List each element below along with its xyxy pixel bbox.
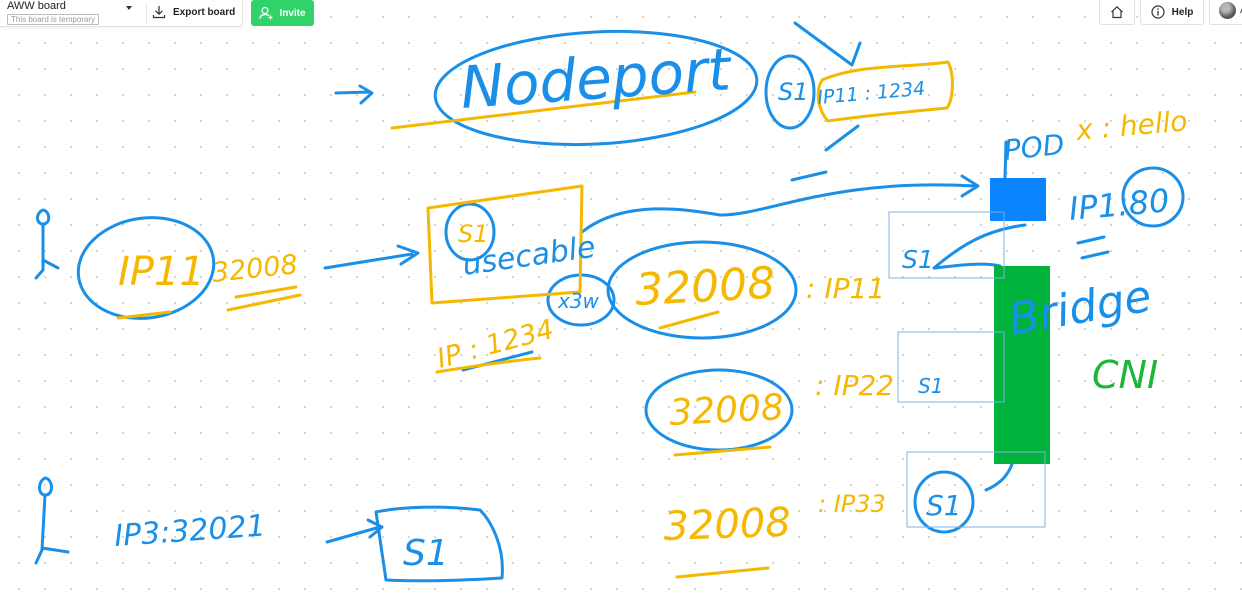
pod-box — [990, 178, 1046, 221]
ip1-80-circle — [1121, 166, 1185, 228]
arrow-to-s1-bottom — [325, 518, 384, 544]
pod-connector-stroke — [1003, 140, 1008, 180]
curve-to-pod — [580, 174, 980, 234]
port-underline-2 — [658, 310, 720, 330]
cable-to-pod — [932, 223, 1027, 270]
ip-bubble — [816, 60, 954, 123]
s1-box1-text: S1 — [902, 245, 934, 274]
invite-label: Invite — [279, 7, 306, 19]
container-box-2 — [897, 331, 1005, 403]
port-underline-1 — [226, 285, 302, 312]
small-arrow-stroke — [334, 84, 374, 105]
s1-box3-circle — [913, 470, 975, 534]
ip3-32021-text: IP3:32021 — [113, 508, 267, 553]
x3w-text: x3w — [557, 289, 600, 313]
add-user-icon — [259, 6, 273, 20]
nodeport-ellipse — [433, 29, 759, 147]
cni-text: CNI — [1092, 353, 1158, 397]
home-icon — [1111, 5, 1123, 19]
s1-bottom-text: S1 — [403, 533, 449, 574]
divider — [146, 3, 147, 23]
ip33-text: : IP33 — [818, 490, 886, 518]
pod-text: POD — [1002, 128, 1066, 167]
stick-figure-2 — [34, 476, 70, 565]
ip11-left-circle — [76, 216, 216, 320]
export-board-button[interactable]: Export board — [152, 0, 235, 24]
port-32008-bottom-text: 32008 — [663, 500, 792, 550]
nodeport-underline — [390, 90, 697, 130]
avatar[interactable] — [1219, 2, 1236, 19]
arrow-to-service — [323, 244, 420, 270]
service-s1-circle — [444, 202, 496, 262]
service-box — [426, 184, 584, 305]
container-box-1 — [888, 211, 1005, 279]
board-name[interactable]: AWW board — [7, 0, 66, 12]
ip11-left-text: IP11 — [118, 249, 205, 295]
invite-button[interactable]: Invite — [251, 0, 314, 26]
info-icon — [1151, 5, 1165, 19]
ip-1234-text: IP : 1234 — [434, 314, 557, 375]
container-box-3 — [906, 451, 1046, 528]
bridge-bar — [994, 266, 1050, 464]
x-hello-text: x : hello — [1074, 104, 1189, 147]
ip-underline-1 — [435, 356, 542, 374]
temporary-board-note: This board is temporary — [7, 14, 100, 25]
ip11-1234-text: IP11 : 1234 — [817, 78, 927, 109]
check-mark-stroke — [793, 21, 862, 67]
port-32008-mid-text: 32008 — [634, 258, 776, 316]
help-button[interactable]: Help — [1140, 0, 1204, 25]
user-initial: A — [1240, 5, 1242, 16]
s1-top-circle — [764, 54, 816, 130]
port-32008-mid-ellipse — [606, 240, 798, 340]
ip22-text: : IP22 — [815, 369, 894, 402]
stick-figure-1 — [34, 208, 60, 280]
ip11-left-underline — [116, 310, 172, 320]
download-icon — [152, 6, 166, 19]
ip11-mid-text: : IP11 — [806, 272, 885, 305]
export-board-label: Export board — [173, 6, 236, 18]
user-menu[interactable]: A — [1209, 0, 1242, 25]
chevron-down-icon[interactable] — [126, 6, 132, 10]
s1-top-text: S1 — [778, 78, 809, 106]
port-32008-low-text: 32008 — [668, 387, 785, 434]
port-underline-3 — [673, 445, 772, 457]
port-underline-4 — [675, 566, 770, 579]
port-32008-left-text: 32008 — [210, 249, 299, 289]
board-menu[interactable]: AWW board This board is temporary Export… — [0, 0, 243, 27]
ip1-80-text: IP1:80 — [1067, 181, 1171, 228]
s1-bottom-box — [374, 505, 504, 583]
s1-box3-text: S1 — [926, 489, 962, 522]
help-label: Help — [1171, 6, 1194, 18]
home-button[interactable] — [1099, 0, 1135, 25]
s1-box2-text: S1 — [918, 374, 943, 398]
service-s1-text: S1 — [458, 220, 489, 248]
scribble-stroke — [790, 124, 860, 182]
